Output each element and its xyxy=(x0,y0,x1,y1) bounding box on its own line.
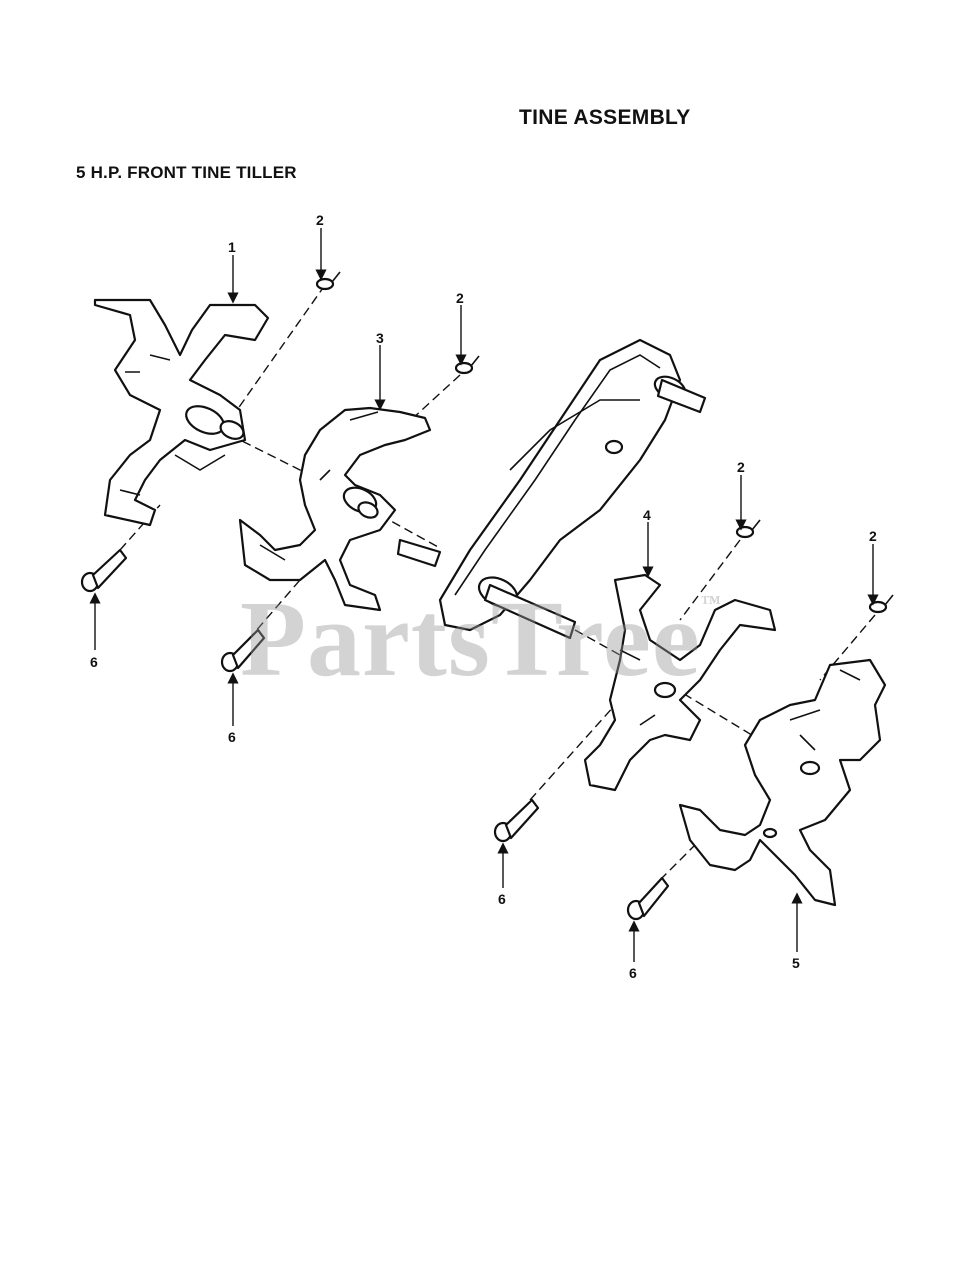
outer-tine-left xyxy=(93,298,270,527)
pin-line-3 xyxy=(679,539,741,621)
watermark-trademark: ™ xyxy=(700,592,722,614)
callout-6a: 6 xyxy=(90,654,98,670)
axis-line-right xyxy=(574,629,761,741)
callout-6d: 6 xyxy=(629,965,637,981)
diagram-title: TINE ASSEMBLY xyxy=(519,106,691,129)
callout-2d: 2 xyxy=(869,528,877,544)
inner-tine-left xyxy=(238,406,432,612)
diagram-subtitle: 5 H.P. FRONT TINE TILLER xyxy=(76,163,297,182)
watermark: PartsTree™ xyxy=(240,578,722,702)
clevis-pin-3 xyxy=(493,798,540,843)
chain-case xyxy=(396,338,707,640)
clevis-pin-4 xyxy=(626,876,670,921)
clevis-pin-2 xyxy=(220,628,266,673)
outer-tine-right xyxy=(678,658,887,907)
callout-6b: 6 xyxy=(228,729,236,745)
hairpin-clip-2 xyxy=(454,355,480,375)
callout-4: 4 xyxy=(643,507,651,523)
callout-3: 3 xyxy=(376,330,384,346)
watermark-text: PartsTree xyxy=(240,580,701,699)
axis-line-center xyxy=(379,514,441,549)
callout-2a: 2 xyxy=(316,212,324,228)
callout-5: 5 xyxy=(792,955,800,971)
callout-1: 1 xyxy=(228,239,236,255)
clevis-pin-1 xyxy=(80,548,128,593)
callout-6c: 6 xyxy=(498,891,506,907)
bolt-line-4 xyxy=(659,839,701,881)
axis-line-left xyxy=(229,434,341,501)
bolt-line-3 xyxy=(529,704,616,801)
inner-tine-right xyxy=(583,573,777,792)
callout-2b: 2 xyxy=(456,290,464,306)
callout-2c: 2 xyxy=(737,459,745,475)
